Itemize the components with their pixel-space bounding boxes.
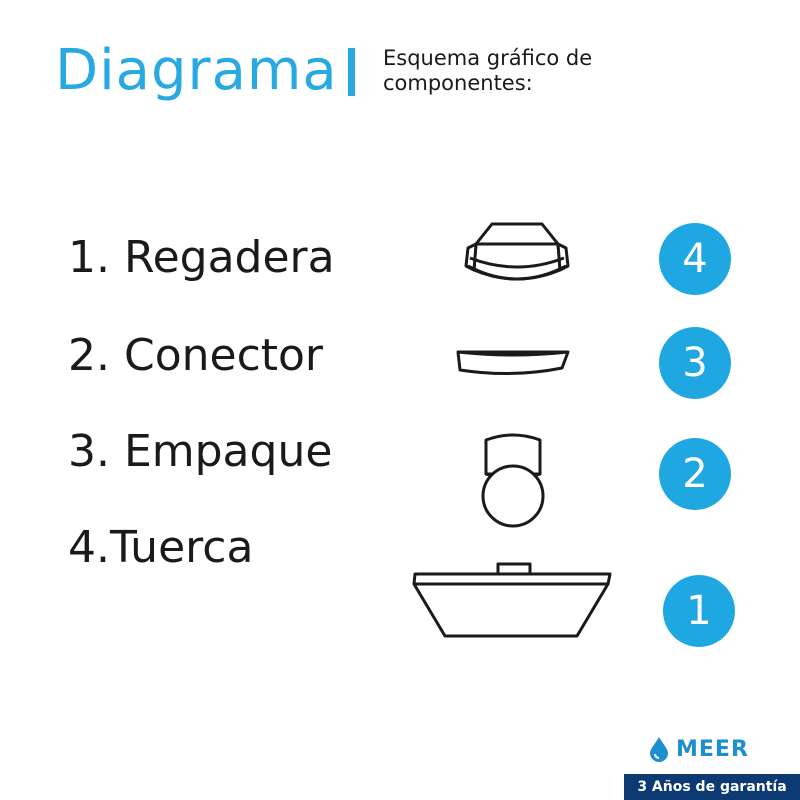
shower-head-icon xyxy=(412,562,612,638)
title-divider xyxy=(348,48,355,96)
connector-icon xyxy=(481,433,545,528)
marker-1: 1 xyxy=(663,575,735,647)
subtitle-line-2: componentes: xyxy=(383,71,533,95)
warranty-badge: 3 Años de garantía xyxy=(624,774,800,800)
marker-4: 4 xyxy=(659,223,731,295)
brand-name: MEER xyxy=(676,736,749,762)
nut-icon xyxy=(464,222,570,281)
subtitle-line-1: Esquema gráfico de xyxy=(383,46,593,70)
component-label-conector: 2. Conector xyxy=(68,330,324,381)
brand-logo: MEER xyxy=(648,736,749,762)
component-label-empaque: 3. Empaque xyxy=(68,426,333,477)
page-subtitle: Esquema gráfico de componentes: xyxy=(383,46,643,96)
component-label-regadera: 1. Regadera xyxy=(68,232,335,283)
water-drop-icon xyxy=(650,737,668,762)
gasket-icon xyxy=(456,350,570,376)
marker-2: 2 xyxy=(659,438,731,510)
page-title: Diagrama xyxy=(55,38,338,103)
marker-3: 3 xyxy=(659,327,731,399)
component-label-tuerca: 4.Tuerca xyxy=(68,522,254,573)
